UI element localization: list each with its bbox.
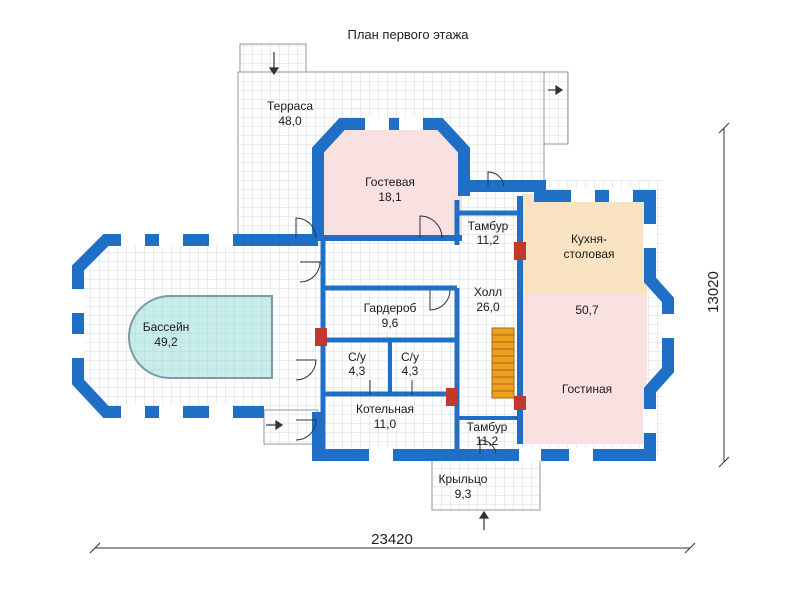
guest-room-floor — [318, 128, 462, 238]
wardrobe-name: Гардероб — [364, 301, 417, 315]
entry-arrows — [266, 52, 564, 530]
pool-name: Бассейн — [143, 320, 190, 334]
hall-name: Холл — [474, 285, 502, 299]
vestibule-bottom-name: Тамбур — [467, 420, 508, 434]
plan-title: План первого этажа — [347, 27, 469, 42]
staircase — [491, 327, 515, 399]
kitchen-floor — [523, 194, 647, 294]
vestibule-bottom-area: 11,2 — [476, 434, 499, 448]
vestibule-top-area: 11,2 — [477, 233, 500, 247]
pool-area-value: 49,2 — [154, 335, 178, 349]
boiler-area-value: 11,0 — [374, 417, 397, 431]
dimension-width: 23420 — [89, 531, 696, 554]
guest-area-value: 18,1 — [378, 190, 402, 204]
hall-area-value: 26,0 — [476, 300, 500, 314]
pool-basin — [128, 295, 273, 379]
living-room-floor — [523, 294, 647, 444]
kitchen-name-1: Кухня- — [571, 232, 607, 246]
porch-name: Крыльцо — [439, 472, 488, 486]
depth-dimension: 13020 — [705, 271, 722, 313]
living-area-value: 50,7 — [575, 303, 599, 317]
dimension-depth: 13020 — [705, 122, 730, 468]
windows — [71, 117, 674, 461]
living-name: Гостиная — [562, 382, 612, 396]
porch-floor — [431, 454, 541, 511]
vestibule-top-name: Тамбур — [468, 219, 509, 233]
doors — [295, 171, 505, 455]
wardrobe-area-value: 9,6 — [382, 316, 399, 330]
guest-name: Гостевая — [365, 175, 415, 189]
wc2-name: С/у — [401, 350, 419, 364]
terrace-name: Терраса — [267, 99, 313, 113]
wc1-name: С/у — [348, 350, 366, 364]
kitchen-name-2: столовая — [564, 247, 615, 261]
width-dimension: 23420 — [371, 531, 413, 548]
porch-area-value: 9,3 — [455, 487, 472, 501]
chimneys — [315, 242, 526, 410]
boiler-name: Котельная — [356, 402, 414, 416]
wc1-area: 4,3 — [349, 364, 366, 378]
terrace-area-value: 48,0 — [278, 114, 302, 128]
room-labels: Терраса 48,0 Гостевая 18,1 Тамбур 11,2 К… — [143, 99, 615, 501]
wc2-area: 4,3 — [402, 364, 419, 378]
